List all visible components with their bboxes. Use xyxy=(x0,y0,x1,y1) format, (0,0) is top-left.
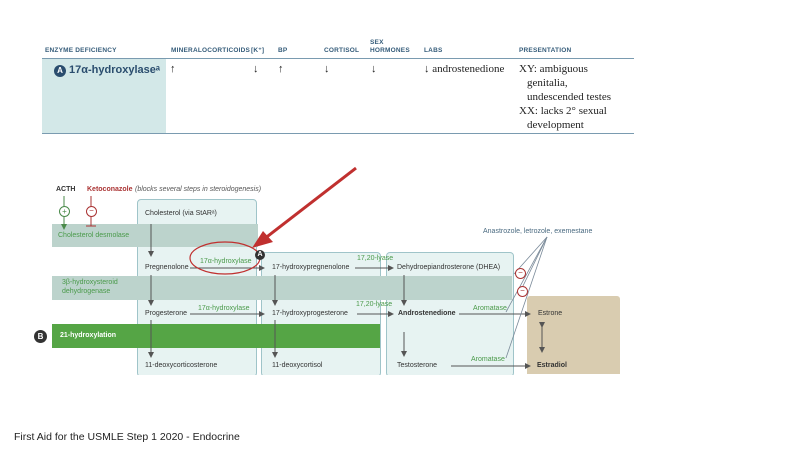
aromatase-label-2: Aromatase xyxy=(471,356,505,363)
cell-cortisol: ↓ xyxy=(324,63,330,75)
header-cortisol: CORTISOL xyxy=(324,47,360,54)
aromatase-inhibitors-label: Anastrozole, letrozole, exemestane xyxy=(483,228,593,235)
progesterone-label: Progesterone xyxy=(145,310,188,317)
cell-labs: ↓ androstenedione xyxy=(424,63,505,75)
header-bp: BP xyxy=(278,47,288,54)
hydroxylation-21-bar xyxy=(52,324,380,348)
table-bottom-rule xyxy=(42,133,634,134)
hydroxylation-21-label: 21-hydroxylation xyxy=(60,332,117,339)
cholesterol-label: Cholesterol (via StARᵃ) xyxy=(145,210,217,217)
ketoconazole-label: Ketoconazole xyxy=(87,186,133,193)
deoxycorticosterone-label: 11-deoxycorticosterone xyxy=(145,362,218,369)
header-enzyme-deficiency: ENZYME DEFICIENCY xyxy=(45,47,117,54)
acth-label: ACTH xyxy=(56,186,76,193)
inhibit-minus-icon-2: − xyxy=(515,268,526,279)
header-labs: LABS xyxy=(424,47,443,54)
testosterone-label: Testosterone xyxy=(397,362,438,369)
enzyme-badge-a: A xyxy=(54,65,66,77)
hsd-band xyxy=(52,276,512,300)
diagram-badge-a: A xyxy=(255,250,265,260)
deoxycortisol-label: 11-deoxycortisol xyxy=(272,362,323,369)
oh-progesterone-label: 17-hydroxyprogesterone xyxy=(272,310,348,317)
oh-pregnenolone-label: 17-hydroxypregnenolone xyxy=(272,264,350,271)
cell-mineralocorticoids: ↑ xyxy=(170,63,176,75)
header-sex-line2: HORMONES xyxy=(370,47,410,54)
lyase-label-1: 17,20-lyase xyxy=(357,255,394,262)
pregnenolone-label: Pregnenolone xyxy=(145,264,189,271)
enzyme-name: 17α-hydroxylaseᵃ xyxy=(69,64,161,76)
presentation-xy-line1: XY: ambiguous xyxy=(519,63,588,75)
header-mineralocorticoids: MINERALOCORTICOIDS xyxy=(171,47,251,54)
header-potassium: [K⁺] xyxy=(251,47,265,54)
presentation-xx-line2: development xyxy=(527,119,584,131)
presentation-xy-line3: undescended testes xyxy=(527,91,611,103)
cell-sex-hormones: ↓ xyxy=(371,63,377,75)
header-presentation: PRESENTATION xyxy=(519,47,572,54)
hydroxylase-17a-label: 17α-hydroxylase xyxy=(200,258,252,265)
aromatase-label-1: Aromatase xyxy=(473,305,507,312)
header-rule xyxy=(42,58,634,59)
ketoconazole-note: (blocks several steps in steroidogenesis… xyxy=(135,186,262,193)
presentation-xy-line2: genitalia, xyxy=(527,77,568,89)
cell-potassium: ↓ xyxy=(253,63,259,75)
header-sex-line1: SEX xyxy=(370,39,384,46)
dhea-label: Dehydroepiandrosterone (DHEA) xyxy=(397,264,501,271)
inhibit-minus-icon-3: − xyxy=(517,286,528,297)
hsd-label-line2: dehydrogenase xyxy=(62,288,111,295)
androstenedione-label: Androstenedione xyxy=(398,310,456,317)
figure-crop xyxy=(0,375,800,450)
cell-bp: ↑ xyxy=(278,63,284,75)
estradiol-label: Estradiol xyxy=(537,362,567,369)
lyase-label-2: 17,20-lyase xyxy=(356,301,393,308)
source-footer: First Aid for the USMLE Step 1 2020 - En… xyxy=(14,431,240,443)
presentation-xx-line1: XX: lacks 2° sexual xyxy=(519,105,607,117)
inhibit-minus-icon: − xyxy=(86,206,97,217)
estrone-label: Estrone xyxy=(538,310,563,317)
desmolase-band xyxy=(52,224,258,247)
desmolase-label: Cholesterol desmolase xyxy=(58,232,130,239)
diagram-badge-b: B xyxy=(34,330,47,343)
stimulate-plus-icon: + xyxy=(59,206,70,217)
hydroxylase-17a-label-2: 17α-hydroxylase xyxy=(198,305,250,312)
hsd-label-line1: 3β-hydroxysteroid xyxy=(62,279,118,286)
